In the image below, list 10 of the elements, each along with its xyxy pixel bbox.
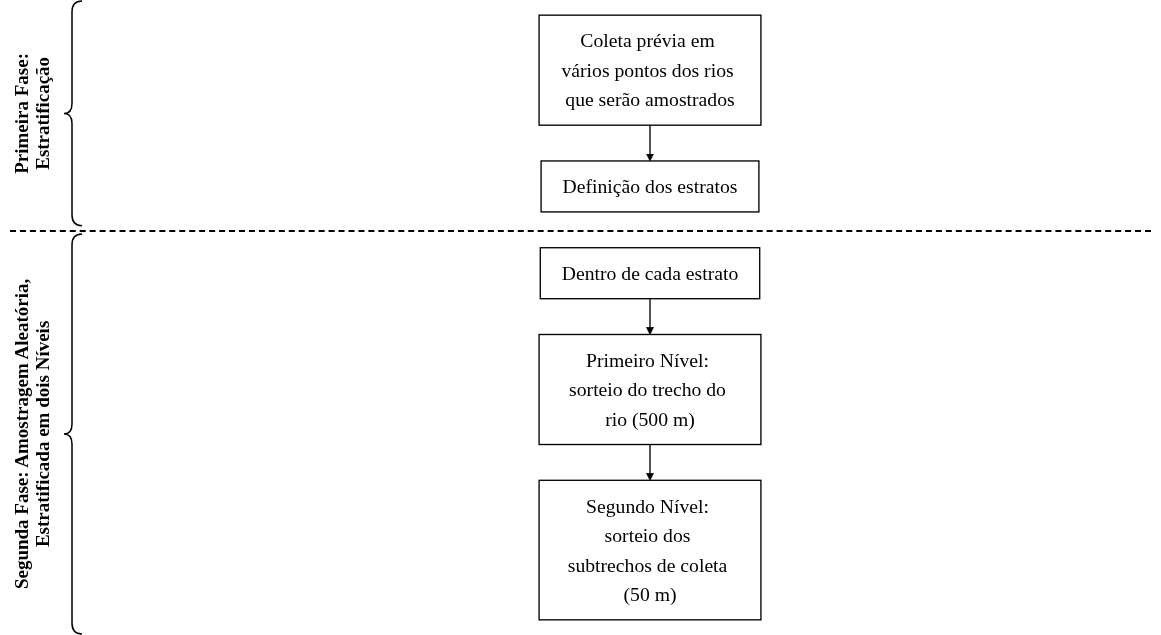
process-box: Coleta prévia em vários pontos dos rios que serão amostrados xyxy=(538,14,762,126)
process-box: Dentro de cada estrato xyxy=(539,247,761,300)
arrow xyxy=(646,124,654,162)
arrow xyxy=(646,298,654,335)
process-box: Primeiro Nível: sorteio do trecho do rio (500 m) xyxy=(538,333,762,446)
phase-label: Segunda Fase: Amostragem Aleatória, Estratificada em dois Níveis xyxy=(12,277,54,591)
process-box: Segundo Nível: sorteio dos subtrechos de coleta (50 m) xyxy=(538,479,762,621)
phase-label: Primeira Fase: Estratificação xyxy=(12,52,54,176)
process-box: Definição dos estratos xyxy=(540,160,760,213)
arrow xyxy=(646,443,654,481)
